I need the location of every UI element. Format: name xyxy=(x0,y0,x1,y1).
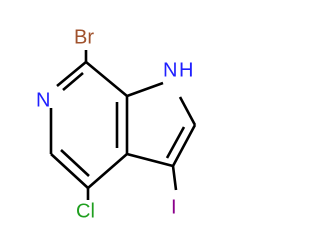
atom-label-n6: N xyxy=(36,89,50,111)
atom-label-i: I xyxy=(171,196,177,218)
bond-c7-n6-inner xyxy=(62,72,84,91)
bond-c7-c7a xyxy=(85,60,128,98)
bond-c7-n6 xyxy=(56,60,87,88)
bond-n1-c2 xyxy=(178,96,197,126)
bond-c7a-n1 xyxy=(126,81,164,98)
bond-c3-i xyxy=(171,165,178,191)
atom-label-h: H xyxy=(179,59,193,81)
bond-c2-c3-inner xyxy=(165,126,186,159)
bond-c5-c4 xyxy=(50,153,89,189)
bond-c2-c3 xyxy=(171,124,197,167)
bond-c4-c3a xyxy=(87,153,128,189)
bond-c3-c3a xyxy=(126,152,174,168)
atom-label-n1: N xyxy=(163,59,177,81)
atom-label-br: Br xyxy=(74,26,94,48)
bond-c5-c4-inner xyxy=(60,149,90,177)
molecule-structure-svg: Br N N H Cl I xyxy=(36,26,197,222)
atom-label-cl: Cl xyxy=(76,200,95,222)
molecule-diagram: Br N N H Cl I xyxy=(36,26,197,222)
